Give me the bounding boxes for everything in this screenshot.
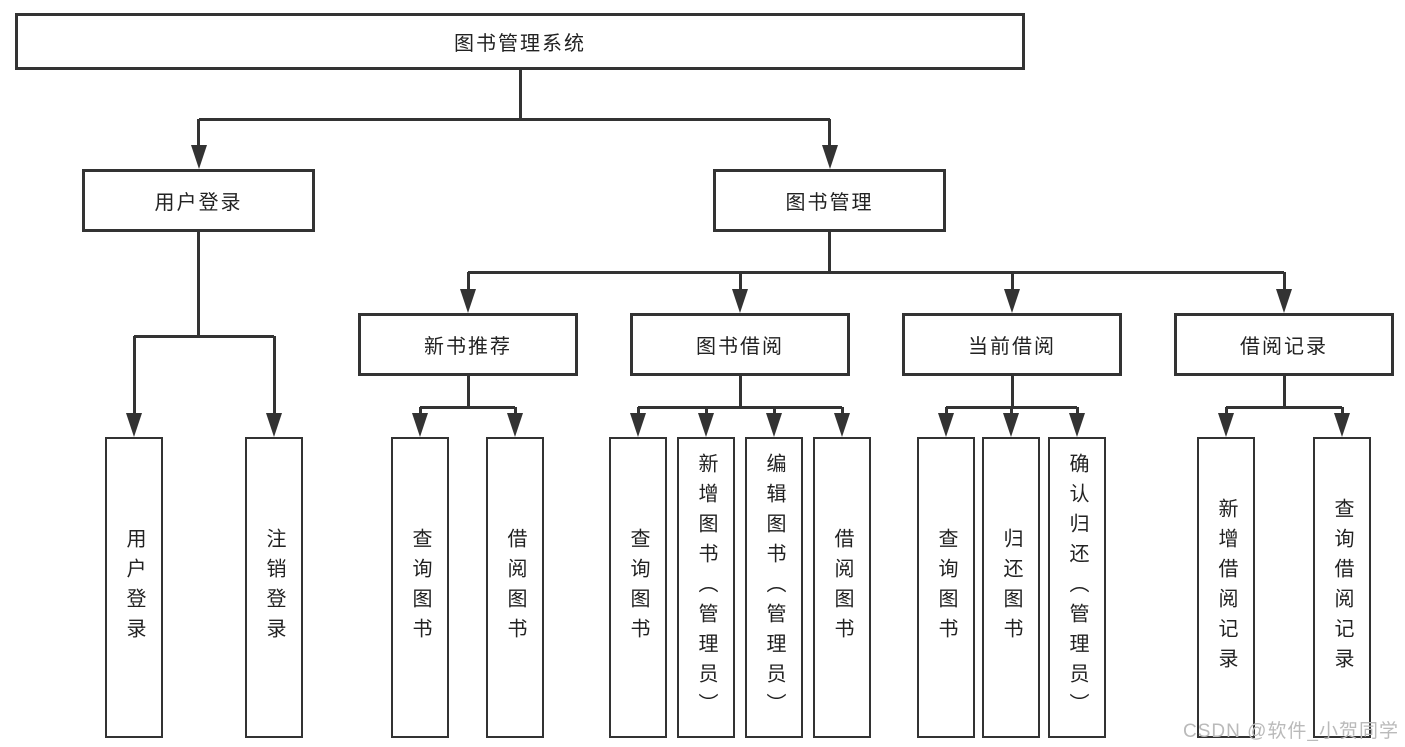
connector-line	[197, 119, 200, 145]
arrow-down-icon	[1003, 413, 1019, 437]
node-new-book-recommend: 新书推荐	[358, 313, 578, 376]
arrow-down-icon	[938, 413, 954, 437]
connector-line	[636, 407, 640, 413]
connector-line	[738, 376, 742, 407]
node-user-login: 用户登录	[82, 169, 315, 232]
leaf-newbook-borrow-books: 借阅图书	[486, 437, 544, 738]
arrow-down-icon	[821, 145, 838, 169]
arrow-down-icon	[190, 145, 207, 169]
arrow-down-icon	[266, 413, 282, 437]
connector-line	[1010, 376, 1014, 407]
arrow-down-icon	[412, 413, 428, 437]
arrow-down-icon	[766, 413, 782, 437]
connector-line	[772, 407, 776, 413]
connector-line	[1009, 407, 1013, 413]
connector-line	[198, 117, 830, 121]
connector-line	[418, 407, 422, 413]
connector-line	[420, 405, 515, 409]
node-borrowing-records: 借阅记录	[1174, 313, 1394, 376]
connector-line	[1282, 376, 1286, 407]
arrow-down-icon	[1218, 413, 1234, 437]
arrow-down-icon	[732, 289, 748, 313]
connector-line	[132, 336, 136, 413]
arrow-down-icon	[698, 413, 714, 437]
arrow-down-icon	[1276, 289, 1292, 313]
leaf-newbook-query-books: 查询图书	[391, 437, 449, 738]
leaf-records-add-borrow-record: 新增借阅记录	[1197, 437, 1255, 738]
leaf-user-login: 用户登录	[105, 437, 163, 738]
arrow-down-icon	[507, 413, 523, 437]
connector-line	[513, 407, 517, 413]
connector-line	[704, 407, 708, 413]
node-book-management: 图书管理	[713, 169, 946, 232]
connector-line	[1075, 407, 1079, 413]
node-book-borrowing: 图书借阅	[630, 313, 850, 376]
connector-line	[840, 407, 844, 413]
node-root: 图书管理系统	[15, 13, 1025, 70]
connector-line	[738, 272, 742, 289]
node-current-borrowing: 当前借阅	[902, 313, 1122, 376]
csdn-watermark: CSDN @软件_小贺同学	[1183, 721, 1399, 742]
connector-line	[518, 70, 522, 119]
connector-line	[1224, 407, 1228, 413]
leaf-records-query-borrow-record: 查询借阅记录	[1313, 437, 1371, 738]
connector-line	[828, 119, 831, 145]
connector-line	[466, 272, 470, 289]
leaf-borrow-add-books-admin: 新增图书（管理员）	[677, 437, 735, 738]
connector-line	[468, 270, 1284, 274]
leaf-borrow-borrow-books: 借阅图书	[813, 437, 871, 738]
connector-line	[197, 232, 200, 336]
connector-line	[638, 405, 842, 409]
arrow-down-icon	[126, 413, 142, 437]
arrow-down-icon	[1334, 413, 1350, 437]
connector-line	[1340, 407, 1344, 413]
arrow-down-icon	[834, 413, 850, 437]
connector-line	[1226, 405, 1342, 409]
connector-line	[828, 232, 831, 272]
connector-line	[466, 376, 470, 407]
leaf-current-confirm-return-admin: 确认归还（管理员）	[1048, 437, 1106, 738]
connector-line	[944, 407, 948, 413]
leaf-current-query-books: 查询图书	[917, 437, 975, 738]
arrow-down-icon	[460, 289, 476, 313]
arrow-down-icon	[1004, 289, 1020, 313]
connector-line	[1010, 272, 1014, 289]
connector-line	[272, 336, 276, 413]
connector-line	[1282, 272, 1286, 289]
arrow-down-icon	[1069, 413, 1085, 437]
leaf-borrow-query-books: 查询图书	[609, 437, 667, 738]
leaf-borrow-edit-books-admin: 编辑图书（管理员）	[745, 437, 803, 738]
leaf-logout: 注销登录	[245, 437, 303, 738]
leaf-current-return-books: 归还图书	[982, 437, 1040, 738]
arrow-down-icon	[630, 413, 646, 437]
connector-line	[134, 334, 274, 338]
